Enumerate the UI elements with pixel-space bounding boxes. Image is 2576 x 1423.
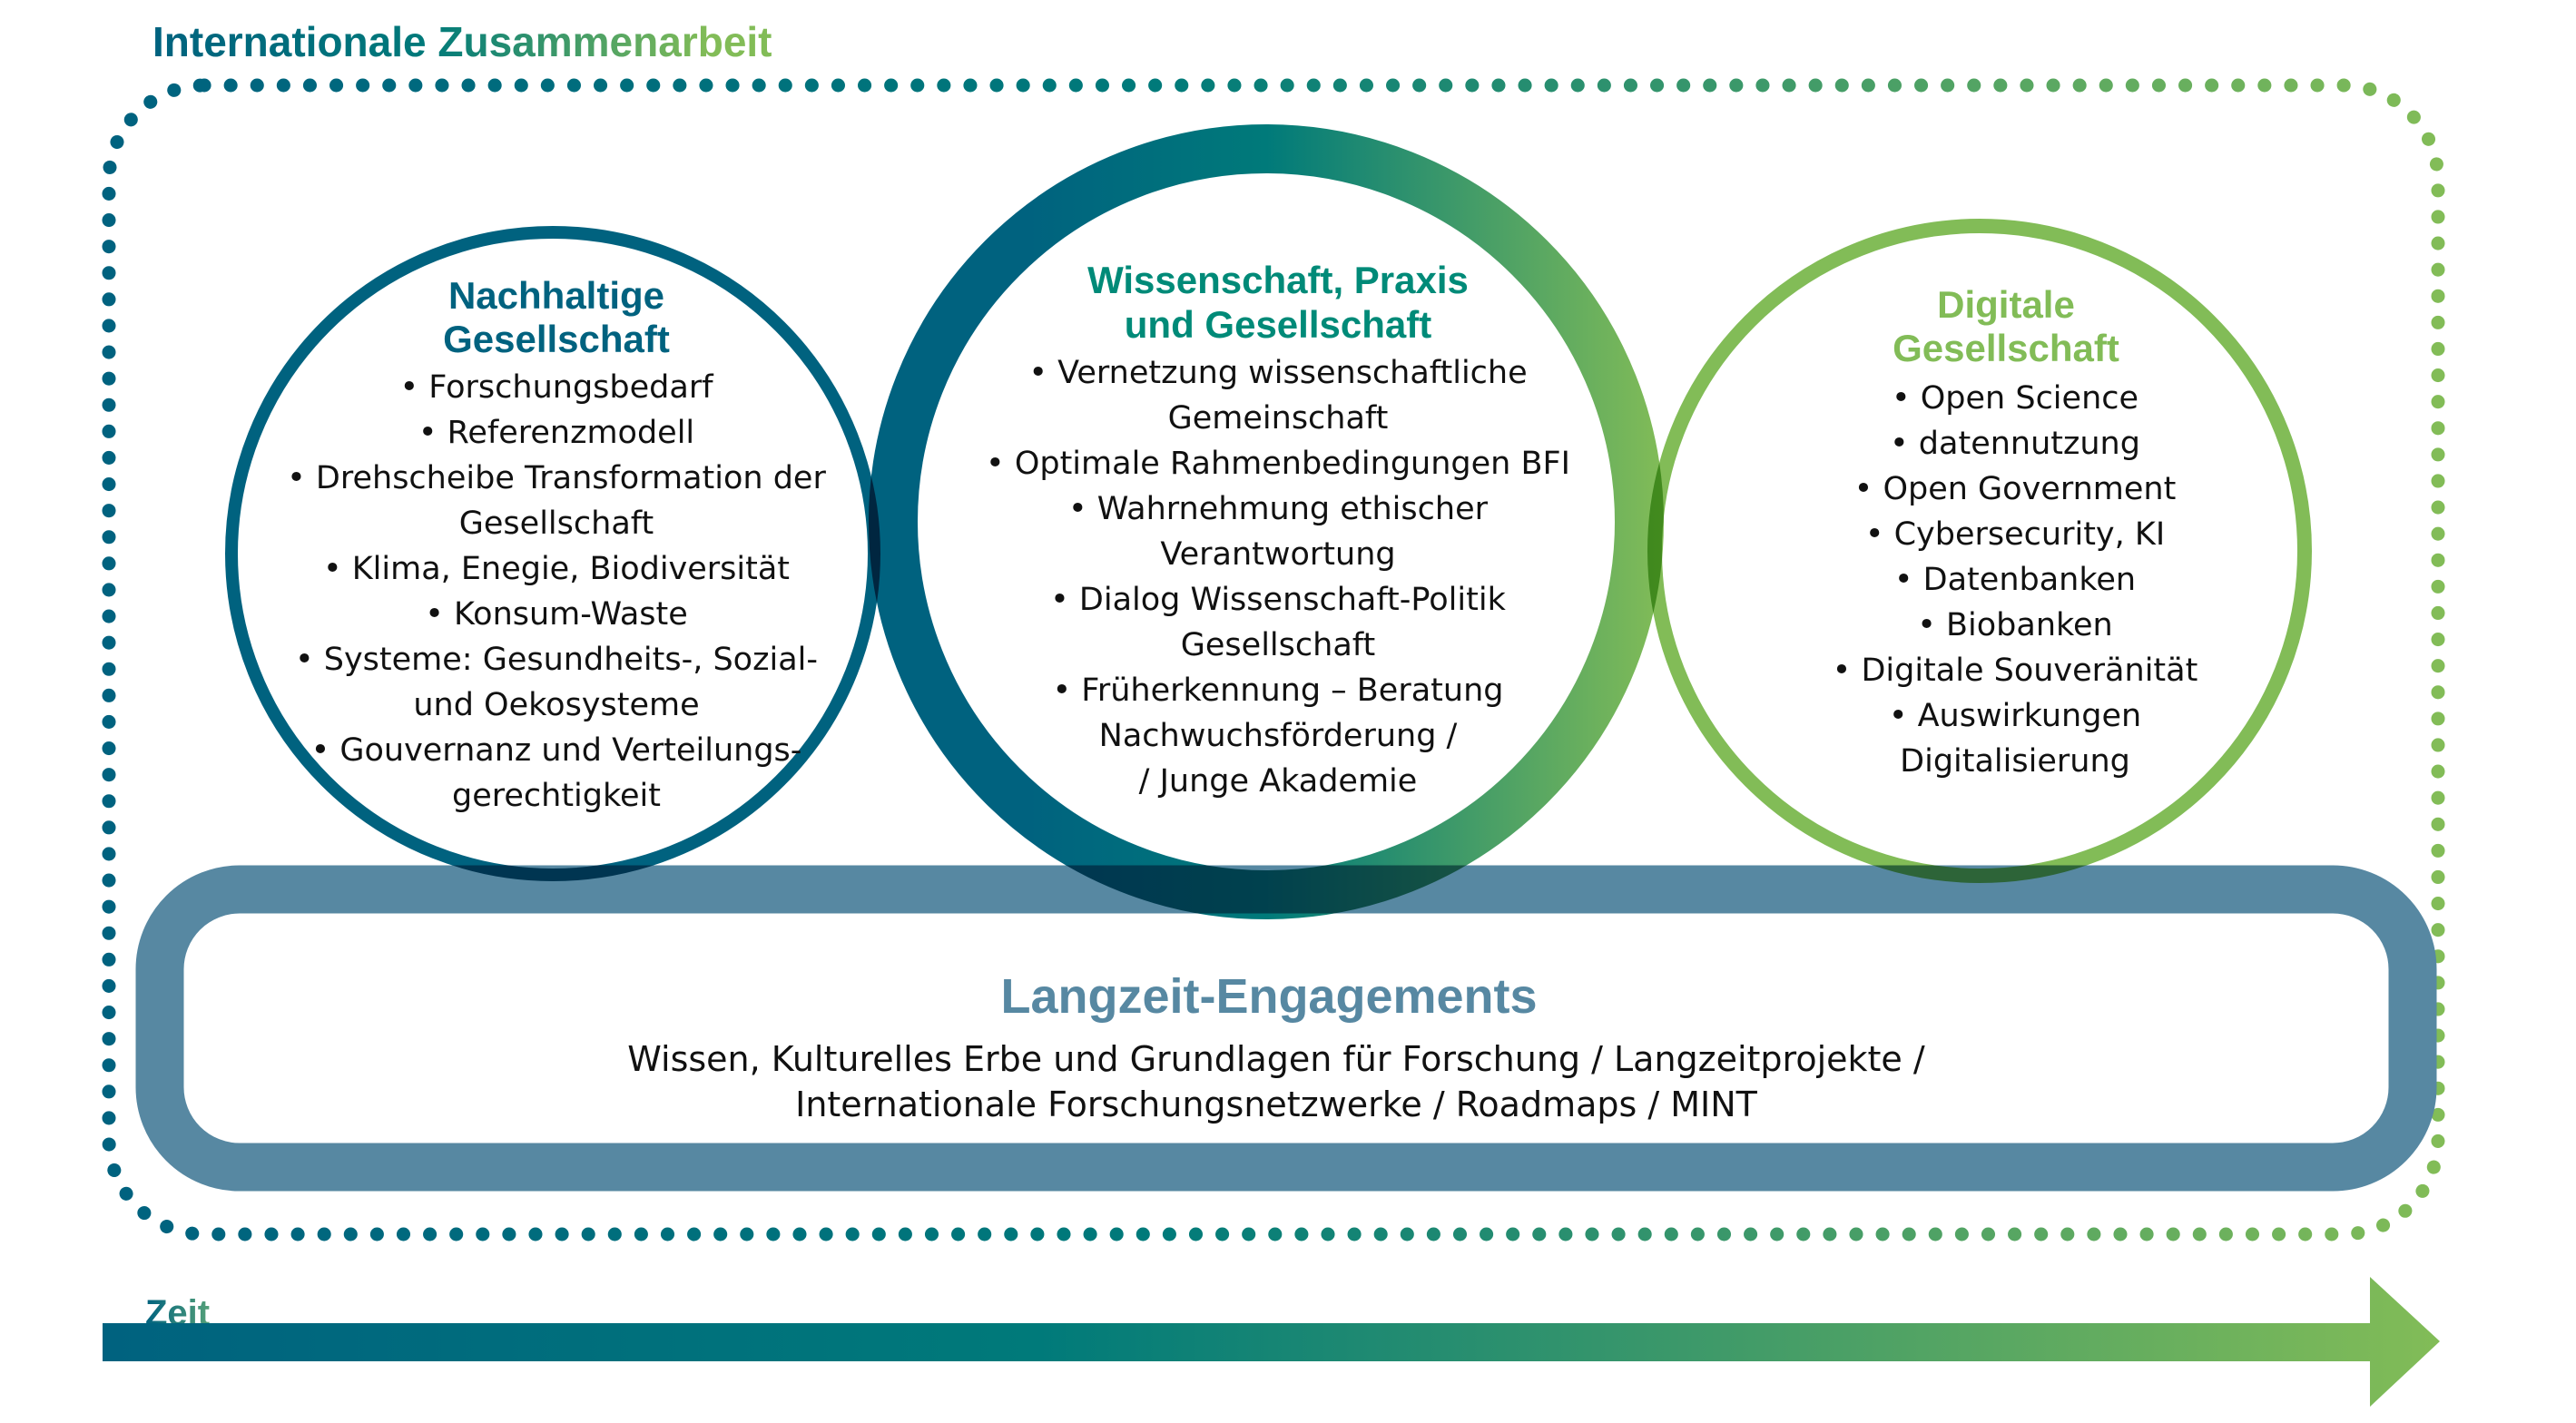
- long-term-line: Internationale Forschungsnetzwerke / Roa…: [795, 1084, 1758, 1124]
- nachhaltige-gesellschaft-content: Nachhaltige Gesellschaft • Forschungsbed…: [287, 274, 826, 814]
- wissenschaft-item: Nachwuchsförderung /: [1099, 718, 1458, 754]
- digitale-item: • Datenbanken: [1894, 562, 2136, 598]
- wissenschaft-item: • Optimale Rahmenbedingungen BFI: [986, 446, 1570, 482]
- nachhaltige-item: • Forschungsbedarf: [399, 369, 713, 406]
- long-term-content: Langzeit-Engagements Wissen, Kulturelles…: [627, 969, 1925, 1124]
- nachhaltige-item: Gesellschaft: [459, 505, 654, 542]
- nachhaltige-item: und Oekosysteme: [413, 687, 699, 723]
- nachhaltige-item: • Drehscheibe Transformation der: [287, 460, 826, 496]
- circle-wissenschaft-praxis: [869, 124, 1664, 919]
- nachhaltige-item: gerechtigkeit: [452, 778, 661, 814]
- nachhaltige-item: • Referenzmodell: [418, 415, 694, 451]
- nachhaltige-heading-2: Gesellschaft: [443, 318, 670, 360]
- digitale-item: • Open Science: [1892, 380, 2138, 417]
- digitale-item: Digitalisierung: [1900, 743, 2130, 780]
- international-cooperation-label: Internationale Zusammenarbeit: [152, 18, 772, 65]
- digitale-item: • Digitale Souveränität: [1833, 653, 2198, 689]
- wissenschaft-item: • Vernetzung wissenschaftliche: [1028, 355, 1527, 391]
- digitale-heading-2: Gesellschaft: [1893, 327, 2119, 369]
- international-cooperation-frame: [102, 78, 2445, 1241]
- wissenschaft-heading-1: Wissenschaft, Praxis: [1087, 259, 1469, 301]
- long-term-title: Langzeit-Engagements: [1000, 969, 1537, 1024]
- circle-digitale-gesellschaft: [1647, 219, 2312, 883]
- long-term-band: [135, 865, 2437, 1192]
- wissenschaft-heading-2: und Gesellschaft: [1125, 303, 1431, 346]
- wissenschaft-item: / Junge Akademie: [1139, 763, 1418, 800]
- nachhaltige-item: • Klima, Enegie, Biodiversität: [323, 551, 790, 587]
- nachhaltige-item: • Gouvernanz und Verteilungs-: [311, 732, 802, 769]
- wissenschaft-item: • Dialog Wissenschaft-Politik: [1050, 582, 1506, 618]
- wissenschaft-item: Gemeinschaft: [1168, 400, 1389, 437]
- wissenschaft-item: • Wahrnehmung ethischer: [1068, 491, 1489, 527]
- digitale-item: • Biobanken: [1917, 607, 2113, 643]
- digitale-heading-1: Digitale: [1937, 283, 2075, 326]
- wissenschaft-item: Verantwortung: [1160, 536, 1395, 573]
- nachhaltige-item: • Konsum-Waste: [425, 596, 688, 633]
- digitale-item: • datennutzung: [1890, 426, 2140, 462]
- digitale-item: • Auswirkungen: [1889, 698, 2141, 734]
- digitale-item: • Cybersecurity, KI: [1865, 516, 2165, 553]
- wissenschaft-item: Gesellschaft: [1181, 627, 1375, 663]
- digitale-gesellschaft-content: Digitale Gesellschaft • Open Science • d…: [1833, 283, 2198, 780]
- nachhaltige-item: • Systeme: Gesundheits-, Sozial-: [295, 642, 818, 678]
- long-term-line: Wissen, Kulturelles Erbe und Grundlagen …: [627, 1039, 1925, 1079]
- time-arrow: [103, 1277, 2440, 1407]
- wissenschaft-praxis-content: Wissenschaft, Praxis und Gesellschaft • …: [986, 259, 1570, 800]
- wissenschaft-item: • Früherkennung – Beratung: [1053, 672, 1504, 709]
- nachhaltige-heading-1: Nachhaltige: [448, 274, 664, 317]
- digitale-item: • Open Government: [1854, 471, 2177, 507]
